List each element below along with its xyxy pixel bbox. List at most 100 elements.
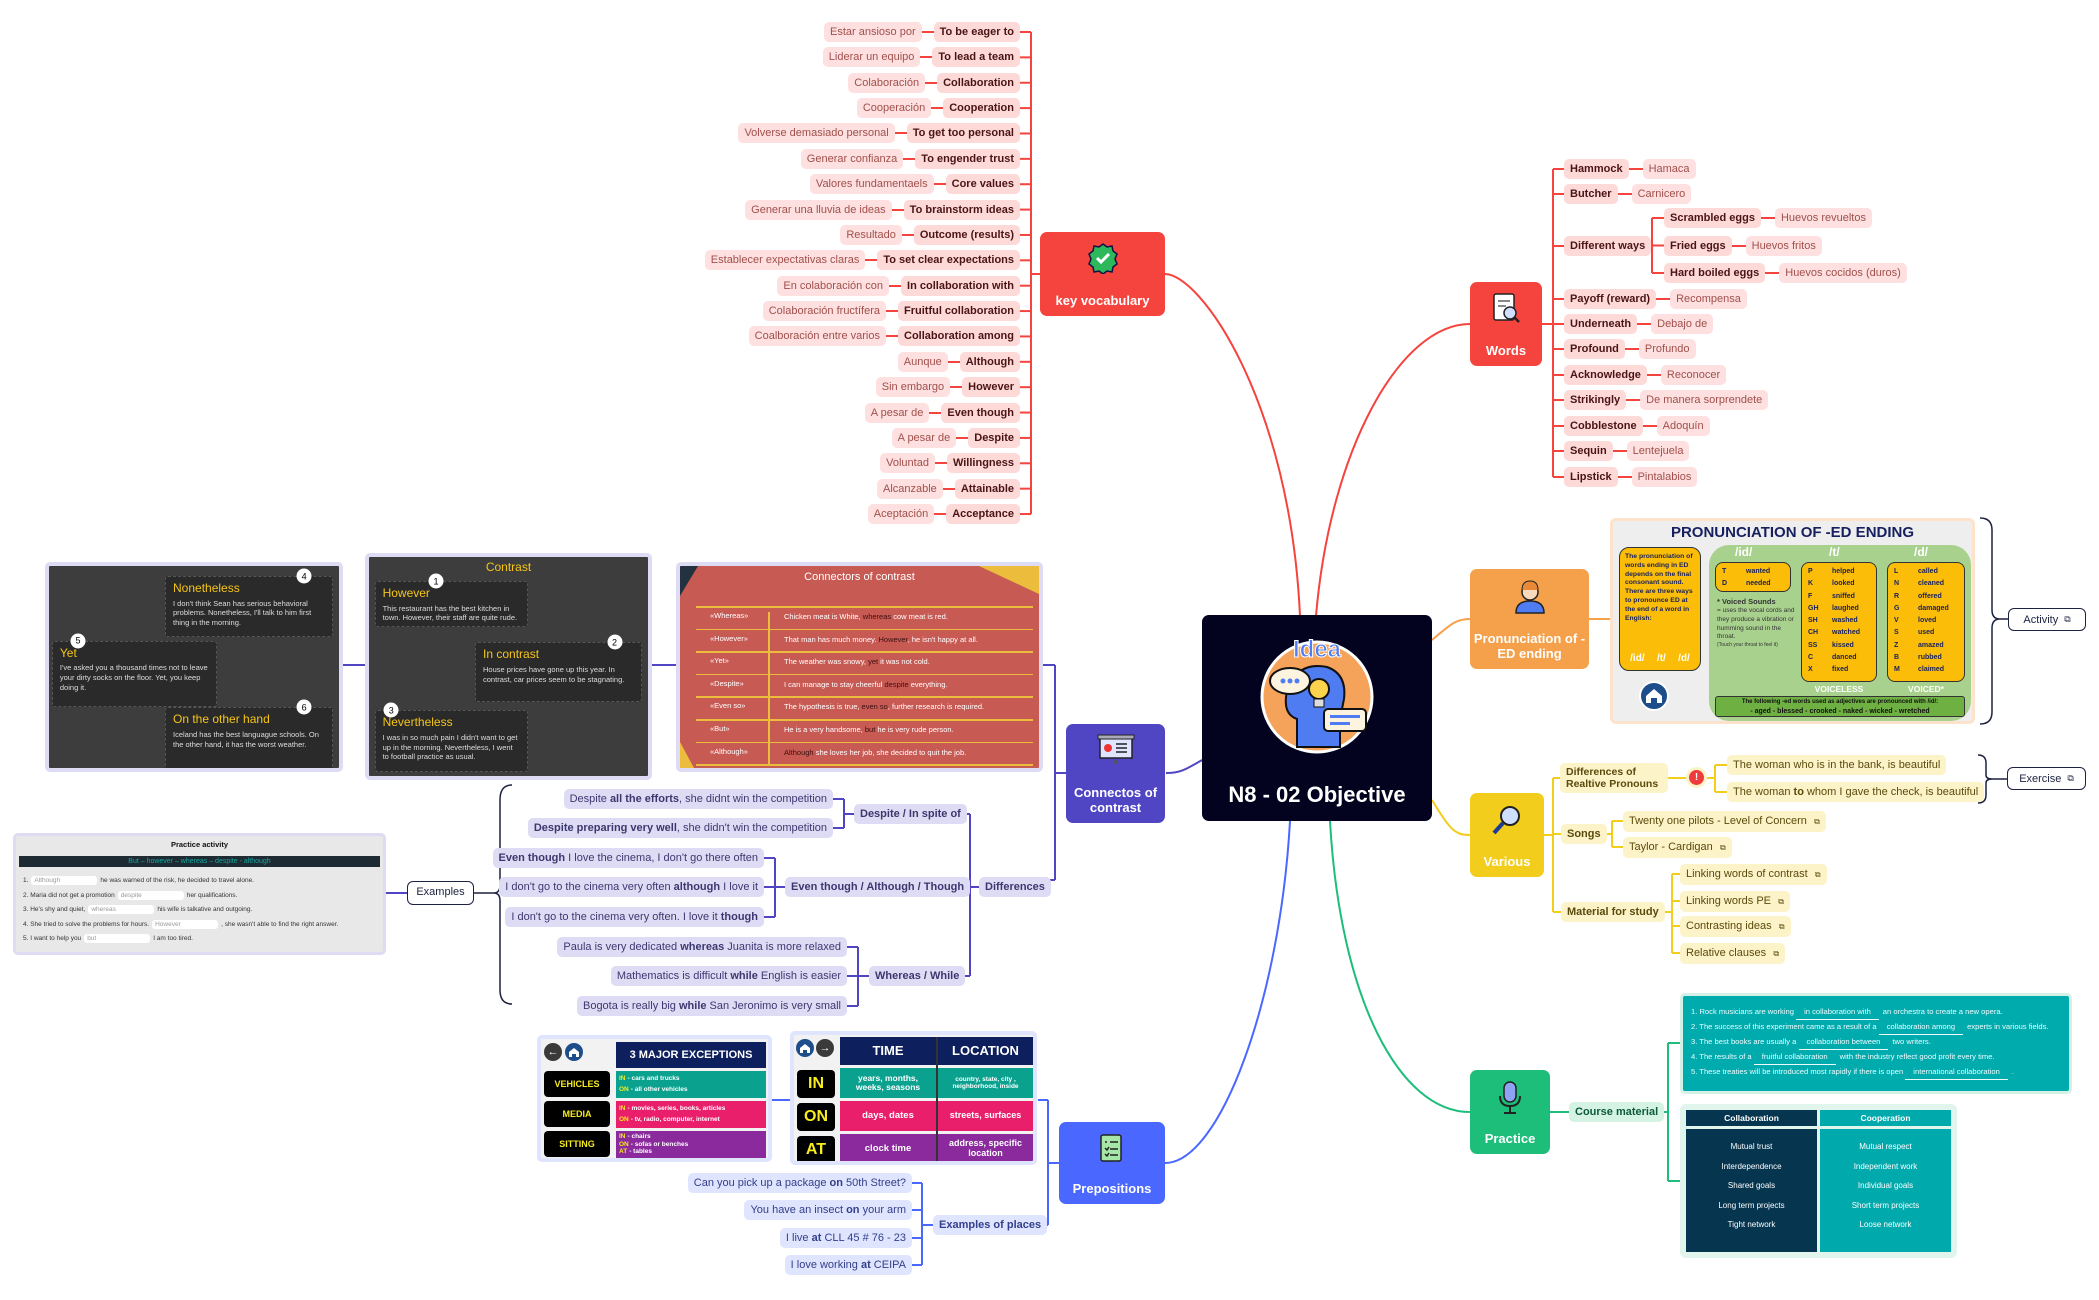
exercise-answer[interactable]: collaboration among: [1878, 1020, 1964, 1035]
words-node[interactable]: Words: [1470, 282, 1542, 366]
word-translation[interactable]: Lentejuela: [1626, 441, 1690, 461]
vocab-translation[interactable]: A pesar de: [891, 427, 957, 448]
word-term[interactable]: Profound: [1564, 339, 1625, 359]
vocab-translation[interactable]: Sin embargo: [875, 377, 951, 398]
vocab-translation[interactable]: Volverse demasiado personal: [738, 123, 895, 144]
vocab-term[interactable]: Even though: [941, 402, 1020, 423]
exercise-answer[interactable]: international collaboration: [1905, 1065, 2008, 1080]
vocab-translation[interactable]: Voluntad: [880, 453, 935, 474]
vocab-term[interactable]: Willingness: [946, 453, 1020, 474]
various-node[interactable]: Various: [1470, 793, 1544, 877]
difference-example[interactable]: Mathematics is difficult while English i…: [610, 966, 847, 986]
difference-example[interactable]: Even though I love the cinema, I don't g…: [492, 848, 764, 868]
word-translation[interactable]: Carnicero: [1631, 184, 1692, 204]
place-example[interactable]: I live at CLL 45 # 76 - 23: [779, 1228, 912, 1248]
word-translation[interactable]: Recompensa: [1670, 289, 1747, 309]
word-term[interactable]: Cobblestone: [1564, 416, 1643, 436]
vocab-translation[interactable]: Valores fundamentaels: [809, 174, 934, 195]
relative-pronouns-topic[interactable]: Differences of Realtive Pronouns: [1560, 763, 1668, 793]
vocab-term[interactable]: Despite: [968, 427, 1020, 448]
songs-topic[interactable]: Songs: [1561, 824, 1607, 844]
practice-node[interactable]: Practice: [1470, 1070, 1550, 1154]
difference-example[interactable]: Bogota is really big while San Jeronimo …: [576, 996, 847, 1016]
material-link[interactable]: Linking words PE ⧉: [1680, 891, 1790, 912]
song-link[interactable]: Twenty one pilots - Level of Concern ⧉: [1623, 811, 1826, 832]
material-link[interactable]: Linking words of contrast ⧉: [1680, 864, 1827, 885]
vocab-term[interactable]: However: [962, 377, 1020, 398]
exercise-answer[interactable]: collaboration between: [1798, 1035, 1889, 1050]
vocab-term[interactable]: To get too personal: [906, 123, 1020, 144]
answer-input[interactable]: Although: [31, 876, 98, 885]
difference-example[interactable]: Despite preparing very well, she didn't …: [527, 818, 833, 838]
word-term[interactable]: Payoff (reward): [1564, 289, 1657, 309]
forward-arrow-icon[interactable]: →: [816, 1039, 834, 1057]
difference-example[interactable]: Despite all the efforts, she didnt win t…: [563, 789, 833, 809]
answer-input[interactable]: whereas: [88, 905, 155, 915]
word-translation[interactable]: Reconocer: [1660, 365, 1727, 385]
difference-group-topic[interactable]: Even though / Although / Though: [785, 877, 971, 897]
exercise-answer[interactable]: in collaboration with: [1796, 1005, 1879, 1020]
word-translation[interactable]: Huevos fritos: [1745, 235, 1822, 256]
home-icon[interactable]: [565, 1043, 583, 1061]
material-link[interactable]: Relative clauses ⧉: [1680, 943, 1786, 964]
pronunciation-node[interactable]: Pronunciation of -ED ending: [1470, 569, 1589, 669]
word-translation[interactable]: Huevos cocidos (duros): [1779, 263, 1907, 283]
vocab-translation[interactable]: Establecer expectativas claras: [704, 250, 866, 271]
answer-input[interactable]: despite: [117, 890, 184, 900]
word-translation[interactable]: Debajo de: [1651, 314, 1714, 334]
word-term[interactable]: Hard boiled eggs: [1664, 263, 1766, 283]
vocab-translation[interactable]: Generar confianza: [800, 148, 904, 169]
relative-pronoun-example[interactable]: The woman who is in the bank, is beautif…: [1727, 755, 1947, 775]
vocab-term[interactable]: To be eager to: [933, 22, 1020, 42]
answer-input[interactable]: but: [84, 934, 151, 944]
back-arrow-icon[interactable]: ←: [544, 1043, 562, 1061]
answer-input[interactable]: However: [152, 919, 219, 929]
word-translation[interactable]: Huevos revueltos: [1774, 208, 1872, 228]
vocab-term[interactable]: Although: [959, 351, 1020, 372]
word-translation[interactable]: De manera sorprendete: [1640, 390, 1769, 410]
vocab-term[interactable]: Acceptance: [946, 504, 1020, 525]
difference-example[interactable]: I don't go to the cinema very often. I l…: [505, 907, 764, 927]
song-link[interactable]: Taylor - Cardigan ⧉: [1623, 837, 1732, 858]
vocab-term[interactable]: To brainstorm ideas: [903, 199, 1020, 220]
vocab-translation[interactable]: Aceptación: [867, 504, 935, 525]
vocab-translation[interactable]: Estar ansioso por: [824, 22, 922, 42]
exercise-answer[interactable]: fruitful collaboration: [1753, 1050, 1836, 1065]
difference-example[interactable]: I don't go to the cinema very often alth…: [499, 877, 764, 897]
activity-link-button[interactable]: Activity⧉: [2008, 608, 2086, 631]
prepositions-node[interactable]: Prepositions: [1059, 1122, 1165, 1204]
word-term[interactable]: Acknowledge: [1564, 365, 1647, 385]
vocab-translation[interactable]: Resultado: [840, 224, 902, 245]
vocab-translation[interactable]: En colaboración con: [777, 275, 890, 296]
vocab-term[interactable]: To engender trust: [915, 148, 1020, 169]
word-term[interactable]: Sequin: [1564, 441, 1613, 461]
course-material-topic[interactable]: Course material: [1569, 1102, 1665, 1122]
vocab-term[interactable]: Core values: [945, 174, 1020, 195]
word-term[interactable]: Hammock: [1564, 159, 1629, 179]
material-topic[interactable]: Material for study: [1561, 902, 1665, 922]
word-term[interactable]: Underneath: [1564, 314, 1638, 334]
vocab-translation[interactable]: Cooperación: [856, 98, 932, 119]
word-term[interactable]: Scrambled eggs: [1664, 208, 1761, 228]
place-example[interactable]: I love working at CEIPA: [784, 1255, 912, 1275]
examples-of-places-topic[interactable]: Examples of places: [933, 1215, 1048, 1235]
vocab-term[interactable]: Collaboration: [937, 72, 1020, 93]
key-vocabulary-node[interactable]: key vocabulary: [1040, 232, 1165, 316]
place-example[interactable]: You have an insect on your arm: [744, 1200, 912, 1220]
word-translation[interactable]: Profundo: [1638, 339, 1696, 359]
vocab-term[interactable]: Attainable: [954, 478, 1020, 499]
vocab-translation[interactable]: Aunque: [897, 351, 948, 372]
vocab-translation[interactable]: Colaboración: [848, 72, 926, 93]
relative-pronoun-example[interactable]: The woman to whom I gave the check, is b…: [1727, 782, 1985, 802]
differences-topic[interactable]: Differences: [979, 877, 1051, 897]
difference-example[interactable]: Paula is very dedicated whereas Juanita …: [557, 937, 847, 957]
material-link[interactable]: Contrasting ideas ⧉: [1680, 916, 1791, 937]
word-translation[interactable]: Pintalabios: [1631, 467, 1698, 487]
vocab-translation[interactable]: A pesar de: [864, 402, 930, 423]
home-icon[interactable]: [1639, 681, 1669, 711]
place-example[interactable]: Can you pick up a package on 50th Street…: [687, 1173, 912, 1193]
vocab-translation[interactable]: Liderar un equipo: [822, 47, 921, 68]
word-translation[interactable]: Adoquín: [1656, 416, 1710, 436]
word-term[interactable]: Strikingly: [1564, 390, 1627, 410]
